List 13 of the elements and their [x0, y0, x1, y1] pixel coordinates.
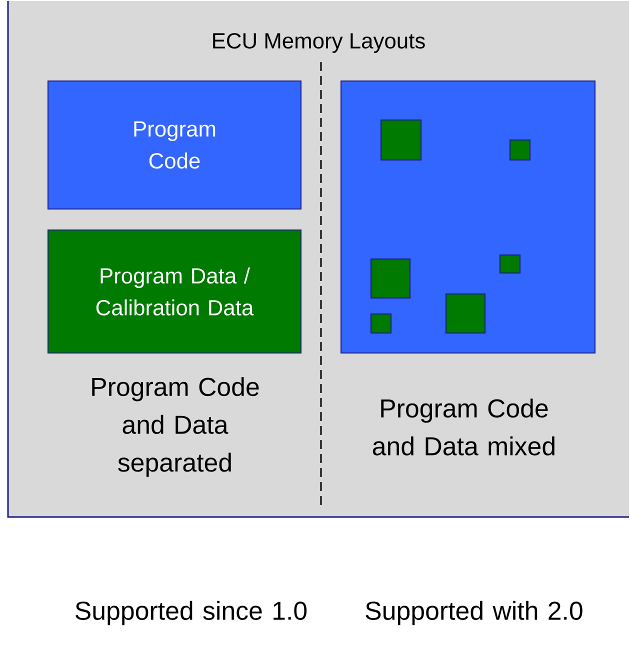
data-block — [510, 140, 530, 160]
caption: Supported with 2.0 — [366, 600, 582, 626]
memory-block — [340, 80, 596, 354]
data-block — [370, 258, 410, 298]
caption: Program Code and Data mixed — [372, 398, 554, 456]
data-block — [370, 314, 392, 334]
caption: Program Code and Data separated — [92, 377, 259, 477]
caption: Supported since 1.0 — [76, 600, 307, 626]
code-box: Program Code — [48, 80, 302, 210]
data-block — [500, 254, 520, 274]
data-block — [446, 294, 486, 334]
data-box: Program Data / Calibration Data — [48, 230, 302, 354]
data-block — [380, 120, 422, 160]
